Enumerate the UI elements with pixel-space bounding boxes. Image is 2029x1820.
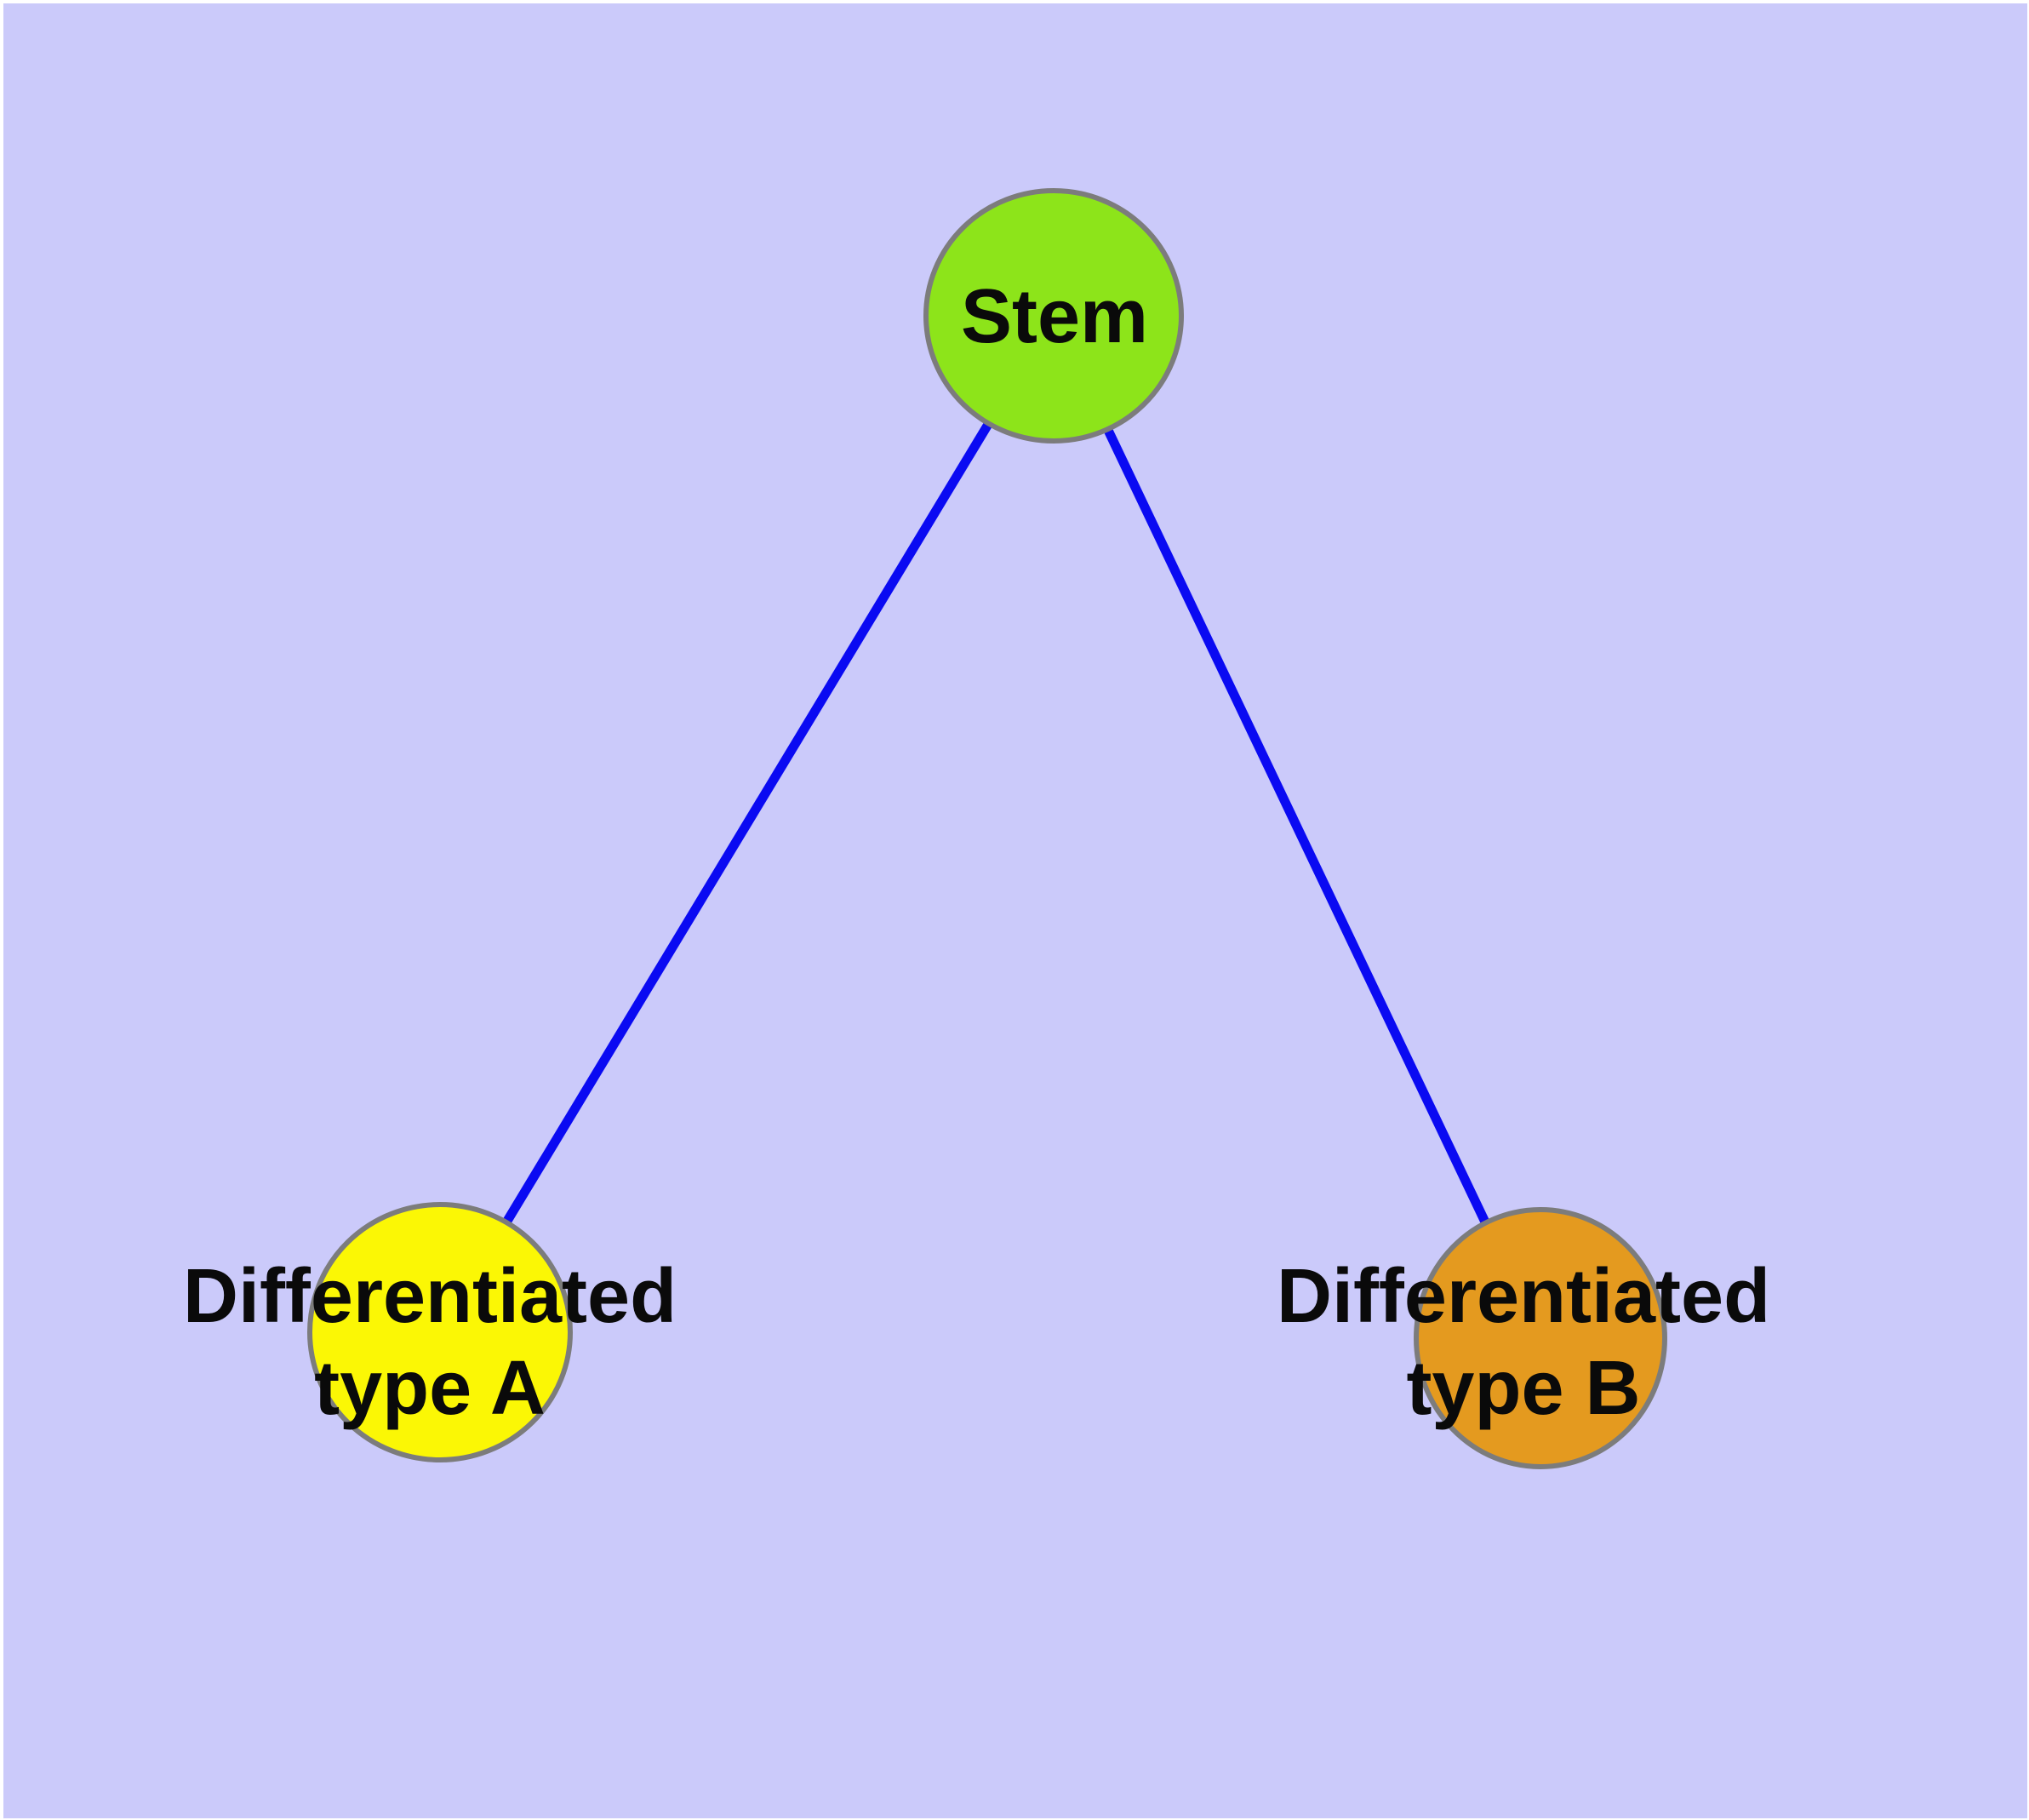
node-differentiated-type-a-ellipse bbox=[307, 1202, 573, 1462]
node-stem-ellipse bbox=[923, 188, 1184, 444]
node-label-stem: Stem bbox=[960, 274, 1149, 359]
edge-stem-to-type-a bbox=[436, 313, 1058, 1335]
node-label-differentiated-type-b: Differentiated type B bbox=[1276, 1254, 1771, 1431]
node-label-differentiated-type-a: Differentiated type A bbox=[182, 1254, 677, 1431]
node-differentiated-type-b-ellipse bbox=[1414, 1207, 1667, 1469]
edge-stem-to-type-b bbox=[1049, 313, 1545, 1341]
